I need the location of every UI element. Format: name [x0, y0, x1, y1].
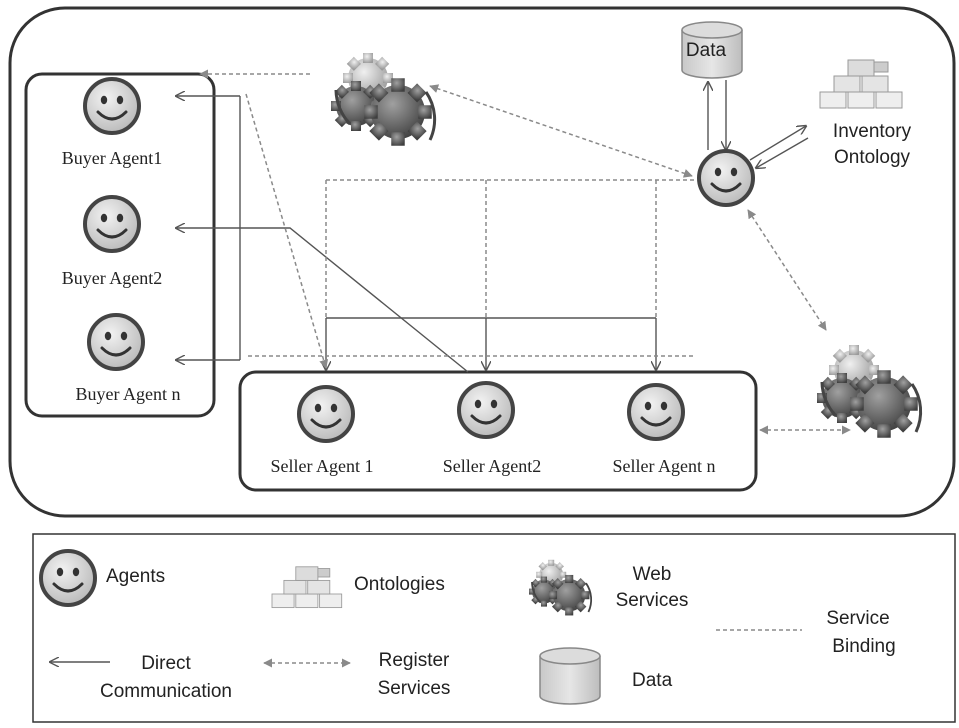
ontology-icon: [271, 566, 343, 609]
legend-service-binding-line2: Binding: [832, 636, 895, 657]
legend-ontologies: Ontologies: [271, 566, 445, 609]
agent-smiley-icon: [697, 149, 755, 207]
legend-service-binding: Service Binding: [716, 608, 896, 657]
buyer-agent-n[interactable]: Buyer Agent n: [76, 313, 181, 404]
agent-smiley-icon: [39, 549, 97, 607]
seller-agent-1-label: Seller Agent 1: [271, 456, 374, 476]
web-services-gears-icon: [817, 345, 921, 438]
legend-register-services: Register Services: [263, 650, 451, 699]
buyer-agent-2[interactable]: Buyer Agent2: [62, 195, 163, 288]
agent-smiley-icon: [83, 77, 141, 135]
legend-data: Data: [539, 647, 673, 705]
legend-ontologies-label: Ontologies: [354, 574, 445, 595]
buyer-agent-1-label: Buyer Agent1: [62, 148, 163, 168]
legend-agents-label: Agents: [106, 566, 165, 587]
legend-web-services-line1: Web: [633, 564, 672, 585]
data-store-label: Data: [686, 40, 727, 61]
agent-smiley-icon: [297, 385, 355, 443]
data-store[interactable]: Data: [681, 21, 743, 79]
direct-communication-lines: [176, 80, 809, 373]
buyer-agent-n-label: Buyer Agent n: [76, 384, 181, 404]
seller-agent-n-label: Seller Agent n: [613, 456, 716, 476]
seller-agent-n[interactable]: Seller Agent n: [613, 383, 716, 476]
ontology-label-line1: Inventory: [833, 121, 912, 142]
seller-agent-2[interactable]: Seller Agent2: [443, 381, 541, 476]
inventory-ontology[interactable]: Inventory Ontology: [819, 59, 912, 168]
legend-data-label: Data: [632, 670, 673, 691]
buyer-group-box: [24, 72, 216, 418]
legend-register-line2: Services: [378, 678, 451, 699]
agent-smiley-icon: [457, 381, 515, 439]
database-icon: [539, 647, 601, 705]
agent-smiley-icon: [627, 383, 685, 441]
legend-direct-line1: Direct: [141, 653, 191, 674]
legend-direct-communication: Direct Communication: [50, 653, 232, 702]
legend-web-services-line2: Services: [616, 590, 689, 611]
buyer-agent-1[interactable]: Buyer Agent1: [62, 77, 163, 168]
web-services-gears-icon: [529, 560, 591, 616]
buyer-agent-2-label: Buyer Agent2: [62, 268, 163, 288]
web-services-top[interactable]: [331, 53, 435, 146]
seller-agent-2-label: Seller Agent2: [443, 456, 541, 476]
web-services-gears-icon: [331, 53, 435, 146]
legend-agents: Agents: [39, 549, 165, 607]
seller-agent-1[interactable]: Seller Agent 1: [271, 385, 374, 476]
inventory-agent[interactable]: [697, 149, 755, 207]
service-binding-lines: [199, 69, 851, 435]
system-boundary: [8, 6, 956, 518]
legend-box: [32, 533, 956, 723]
legend-direct-line2: Communication: [100, 681, 232, 702]
legend-service-binding-line1: Service: [826, 608, 889, 629]
ontology-icon: [819, 59, 903, 109]
ontology-label-line2: Ontology: [834, 147, 911, 168]
agent-smiley-icon: [83, 195, 141, 253]
web-services-right[interactable]: [817, 345, 921, 438]
legend-register-line1: Register: [379, 650, 450, 671]
agent-smiley-icon: [87, 313, 145, 371]
seller-group-box: [238, 370, 758, 492]
legend-web-services: Web Services: [529, 560, 688, 616]
